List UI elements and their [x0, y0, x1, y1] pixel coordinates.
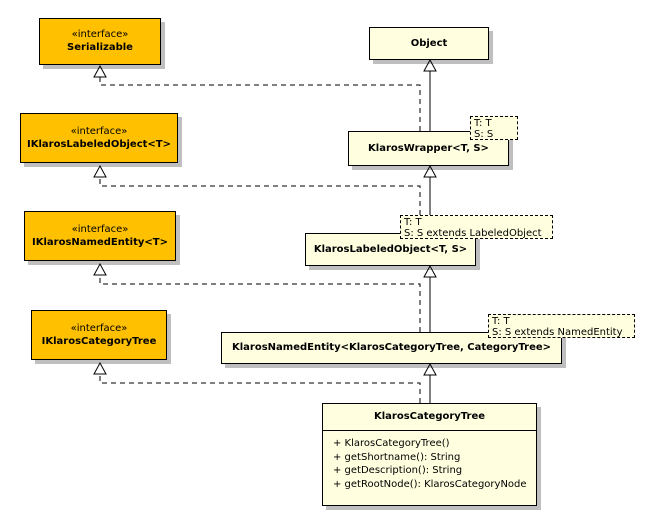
interface-serializable: «interface» Serializable	[39, 18, 161, 65]
stereotype-label: «interface»	[71, 29, 129, 40]
type-param-s: S: S	[474, 129, 494, 140]
generalization-named-labeled-head	[423, 264, 437, 278]
realization-labeled-object-head	[93, 164, 107, 178]
realization-named-entity-head	[93, 262, 107, 276]
type-parameters: T: T S: S	[470, 116, 518, 140]
generalization-tree-named-head	[423, 362, 437, 376]
stereotype-label: «interface»	[70, 322, 128, 334]
operations-compartment: + KlarosCategoryTree() + getShortname():…	[323, 430, 536, 505]
interface-name: Serializable	[67, 42, 133, 53]
type-param-t: T: T	[404, 217, 422, 228]
generalization-labeled-wrapper-head	[423, 164, 437, 178]
type-parameters: T: T S: S extends NamedEntity	[488, 314, 635, 338]
class-name: KlarosWrapper<T, S>	[368, 142, 489, 154]
type-param-s: S: S extends NamedEntity	[492, 327, 623, 338]
type-param-s: S: S extends LabeledObject	[404, 228, 542, 239]
class-name: Object	[410, 37, 448, 49]
realization-category-tree-head	[93, 361, 107, 375]
interface-iklaros-labeled-object: «interface» IKlarosLabeledObject<T>	[20, 113, 178, 163]
class-name: KlarosNamedEntity<KlarosCategoryTree, Ca…	[231, 342, 552, 353]
class-name: KlarosLabeledObject<T, S>	[313, 243, 468, 255]
stereotype-label: «interface»	[71, 223, 129, 235]
realization-category-tree	[99, 373, 421, 403]
type-parameters: T: T S: S extends LabeledObject	[400, 215, 553, 239]
interface-name: IKlarosLabeledObject<T>	[27, 138, 171, 150]
type-param-t: T: T	[474, 118, 492, 129]
operation: + getRootNode(): KlarosCategoryNode	[333, 478, 527, 490]
interface-iklaros-category-tree: «interface» IKlarosCategoryTree	[31, 310, 167, 360]
operation: + getShortname(): String	[333, 451, 461, 463]
interface-name: IKlarosNamedEntity<T>	[32, 236, 168, 248]
class-klaros-category-tree: KlarosCategoryTree + KlarosCategoryTree(…	[322, 403, 537, 506]
stereotype-label: «interface»	[70, 125, 128, 137]
class-object: Object	[369, 27, 489, 60]
realization-serializable	[99, 76, 421, 131]
type-param-t: T: T	[492, 316, 510, 327]
operation: + getDescription(): String	[333, 465, 463, 476]
interface-name: IKlarosCategoryTree	[41, 335, 157, 347]
realization-serializable-head	[93, 64, 107, 78]
realization-named-entity	[99, 274, 421, 332]
class-name: KlarosCategoryTree	[373, 411, 486, 422]
operation: + KlarosCategoryTree()	[333, 438, 450, 449]
interface-iklaros-named-entity: «interface» IKlarosNamedEntity<T>	[24, 211, 176, 261]
realization-labeled-object	[99, 176, 421, 233]
generalization-wrapper-object-head	[423, 58, 437, 72]
